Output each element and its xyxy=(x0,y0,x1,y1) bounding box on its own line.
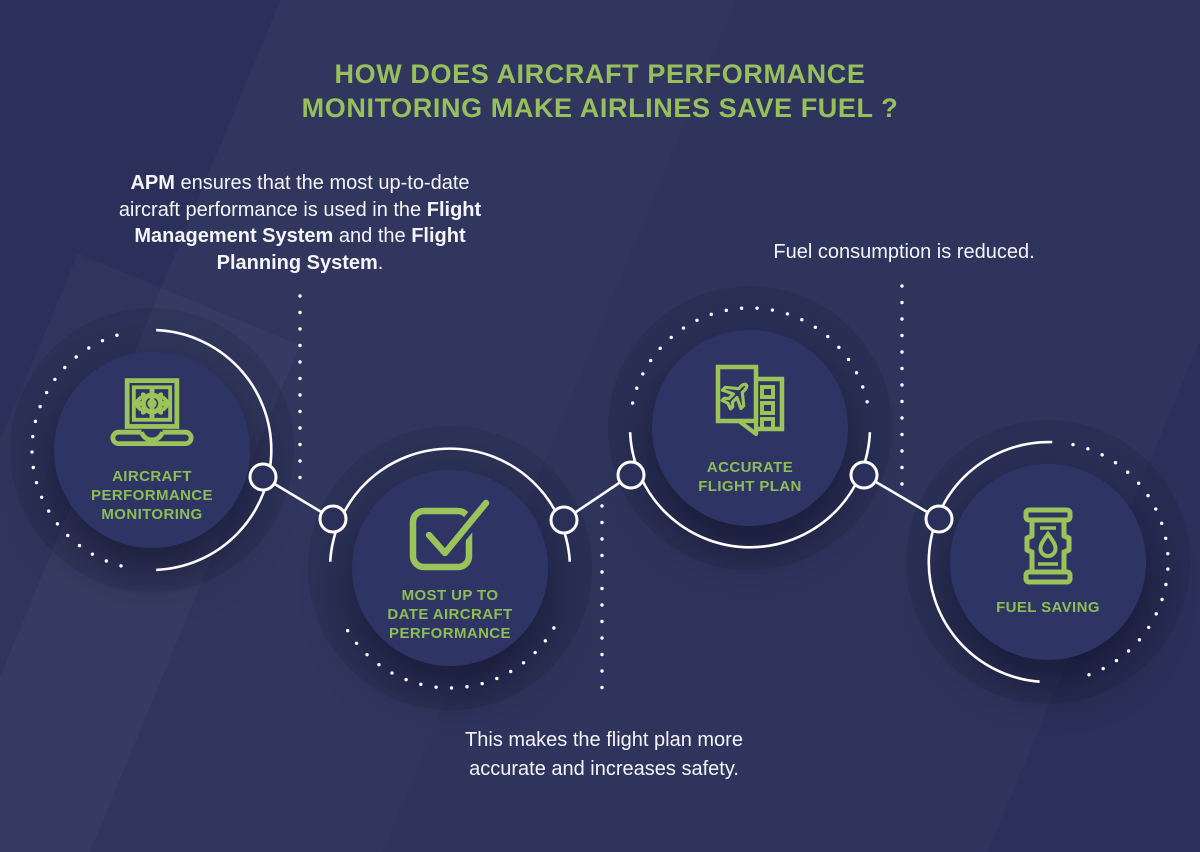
fuel-barrel-icon xyxy=(1023,507,1073,585)
link-step3-step4 xyxy=(863,473,940,521)
link-step1-step2 xyxy=(262,475,334,521)
connector-node xyxy=(318,504,348,534)
link-step2-step3 xyxy=(563,473,632,522)
laptop-gear-icon xyxy=(110,378,194,447)
step-label: FUEL SAVING xyxy=(996,599,1100,616)
connector-node xyxy=(849,460,879,490)
background-streak xyxy=(0,254,300,852)
check-square-icon xyxy=(409,495,494,571)
step-circle-fuel-saving: FUEL SAVING xyxy=(950,464,1146,660)
connector-node xyxy=(549,505,579,535)
callout-fuel-consumption: Fuel consumption is reduced. xyxy=(773,241,1035,263)
flight-plan-icon xyxy=(715,364,785,436)
connector-node xyxy=(616,460,646,490)
connector-node xyxy=(248,462,278,492)
connector-node xyxy=(924,504,954,534)
